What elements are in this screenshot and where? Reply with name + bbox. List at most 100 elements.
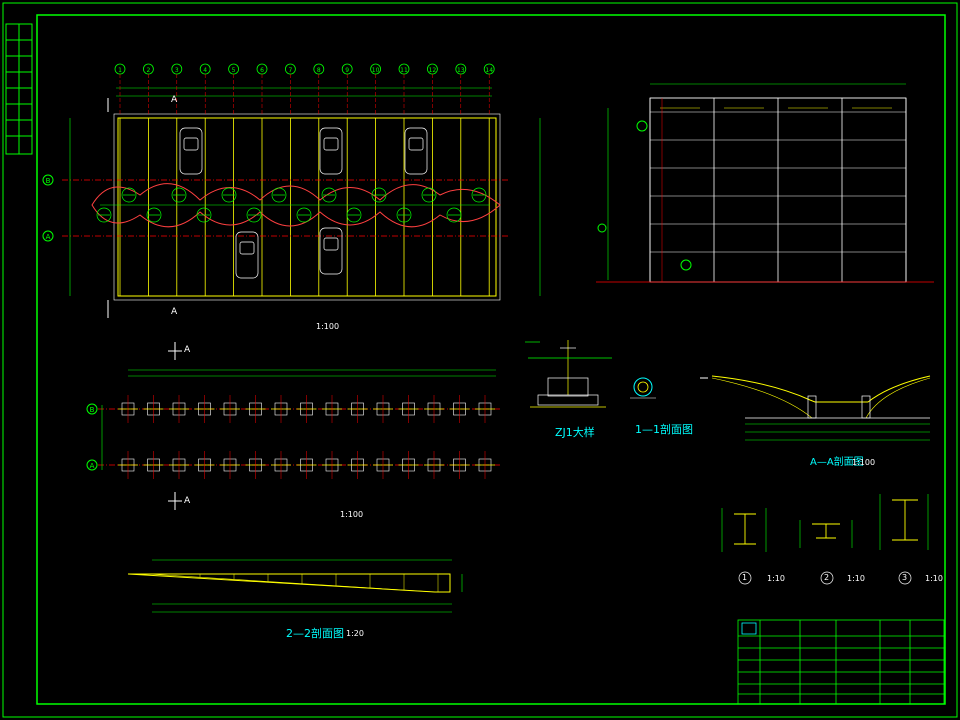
foundation-section-mark-a-bottom: A [184,496,191,506]
footing [245,451,266,479]
car-symbol [319,227,343,275]
axis-number: 7 [288,67,292,74]
footing [296,395,317,423]
axis-bubble-12: 12 [426,63,438,114]
axis-number: 6 [260,67,264,74]
car-symbol [179,127,203,175]
footing [373,395,393,423]
footing [398,395,419,423]
footing [245,395,266,423]
axis-number: 9 [345,67,349,74]
footing [424,451,444,479]
profile-2-number: 2 [824,573,830,582]
profile-3-scale: 1:10 [925,574,943,583]
footing [322,451,342,479]
footing [373,451,393,479]
car-symbol [319,127,343,175]
axis-number: 12 [429,67,437,74]
axis-bubble-4: 4 [199,63,211,114]
car-symbol [404,127,428,175]
tree-symbol [446,207,462,223]
axis-number: 1 [118,67,122,74]
axis-number: 2 [146,67,150,74]
tree-symbol [271,187,287,203]
tree-symbol [346,207,362,223]
footing [322,395,342,423]
axis-bubble-13: 13 [455,63,467,114]
section-aa [700,375,931,441]
tree-symbol [146,207,162,223]
axis-bubble-1: 1 [114,63,126,114]
profile-2-scale: 1:10 [847,574,865,583]
tree-symbol [296,207,312,223]
footing [271,451,291,479]
axis-number: 3 [175,67,179,74]
section-aa-title: A—A剖面图 [810,457,864,468]
tree-symbol [371,187,387,203]
axis-bubble-11: 11 [398,63,410,114]
axis-number: 13 [457,67,465,74]
axis-bubble-8: 8 [313,63,325,114]
section-mark-a-top: A [171,95,178,105]
footing [194,395,215,423]
profile-2-drawing [799,520,853,585]
axis-number: 10 [372,67,380,74]
row-axis-a-foundation: A [86,459,98,471]
row-axis-b: B [42,174,54,186]
row-axis-b-foundation: B [86,403,98,415]
axis-number: 8 [317,67,321,74]
footing [475,395,495,423]
foundation-section-mark-a-top: A [184,345,191,355]
footing [475,451,495,479]
row-axis-a: A [42,230,54,242]
profile-1-scale: 1:10 [767,574,785,583]
car-symbol [235,231,259,279]
svg-text:A: A [90,462,95,470]
axis-bubble-10: 10 [370,63,382,114]
tree-symbol [321,187,337,203]
tree-symbol [471,187,487,203]
axis-bubble-9: 9 [341,63,353,114]
footing [169,395,189,423]
zj1-title: ZJ1大样 [555,426,595,439]
tree-symbol [171,187,187,203]
axis-number: 14 [485,67,493,74]
steel-grid-plan [596,83,934,283]
axis-bubble-14: 14 [483,63,495,114]
tree-symbol [96,207,112,223]
roof-plan [62,87,541,318]
footing [143,451,164,479]
profile-1-drawing [721,508,767,585]
section-22 [127,559,463,613]
footing [449,451,470,479]
footing [220,451,240,479]
profile-3-drawing [879,494,929,585]
detail-11 [630,377,656,399]
footing [347,395,368,423]
binding-strip [5,23,33,155]
footing [118,451,138,479]
footing [271,395,291,423]
plan-top-scale: 1:100 [316,322,340,331]
tree-symbol [221,187,237,203]
axis-bubble-6: 6 [256,63,268,114]
section-mark-a-bottom: A [171,307,178,317]
footing [118,395,138,423]
axis-bubble-2: 2 [142,63,154,114]
axis-number: 4 [203,67,207,74]
tree-symbol [121,187,137,203]
axis-number: 11 [400,67,408,74]
svg-text:A: A [46,233,51,241]
footing [347,451,368,479]
svg-text:B: B [90,406,95,414]
footing [194,451,215,479]
footing [449,395,470,423]
footing [398,451,419,479]
tree-symbol [196,207,212,223]
section-aa-scale: 1:100 [852,458,876,467]
profile-1-number: 1 [742,573,748,582]
zj1-detail [525,340,612,408]
